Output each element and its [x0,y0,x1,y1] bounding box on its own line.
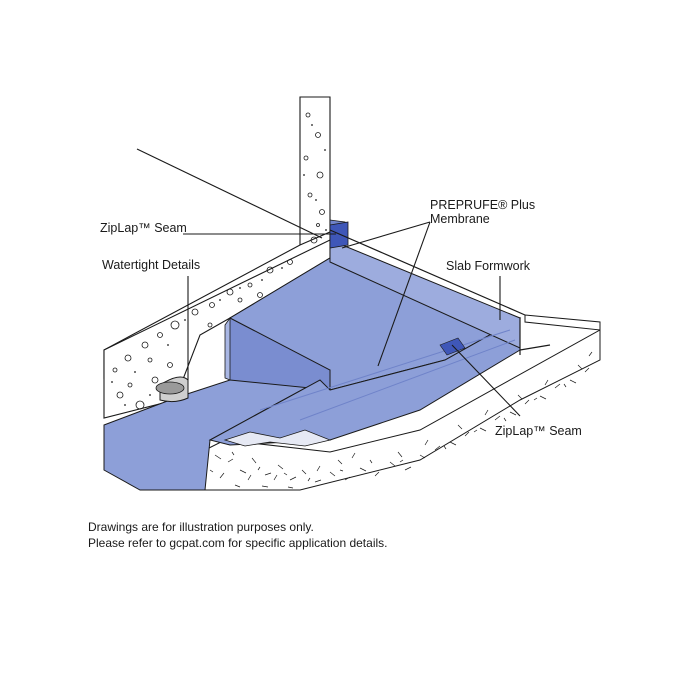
preprufe-label-line1: PREPRUFE® Plus [430,198,536,212]
ziplap-seam-marks [329,221,466,356]
soil-ground [204,329,601,491]
preprufe-label-line2: Membrane [430,212,490,226]
disclaimer-line-2: Please refer to gcpat.com for specific a… [88,536,388,550]
torn-membrane-edge [223,429,332,447]
watertight-details-label: Watertight Details [102,258,201,272]
ziplap-seam-label-right: ZipLap™ Seam [495,424,582,438]
slab-formwork [329,229,601,355]
disclaimer-line-1: Drawings are for illustration purposes o… [88,520,314,534]
preprufe-membrane [103,219,522,491]
watertight-detail-pipe [155,376,189,403]
leader-lines [136,148,521,417]
slab-formwork-label: Slab Formwork [446,259,531,273]
ziplap-seam-label-left: ZipLap™ Seam [100,221,187,235]
